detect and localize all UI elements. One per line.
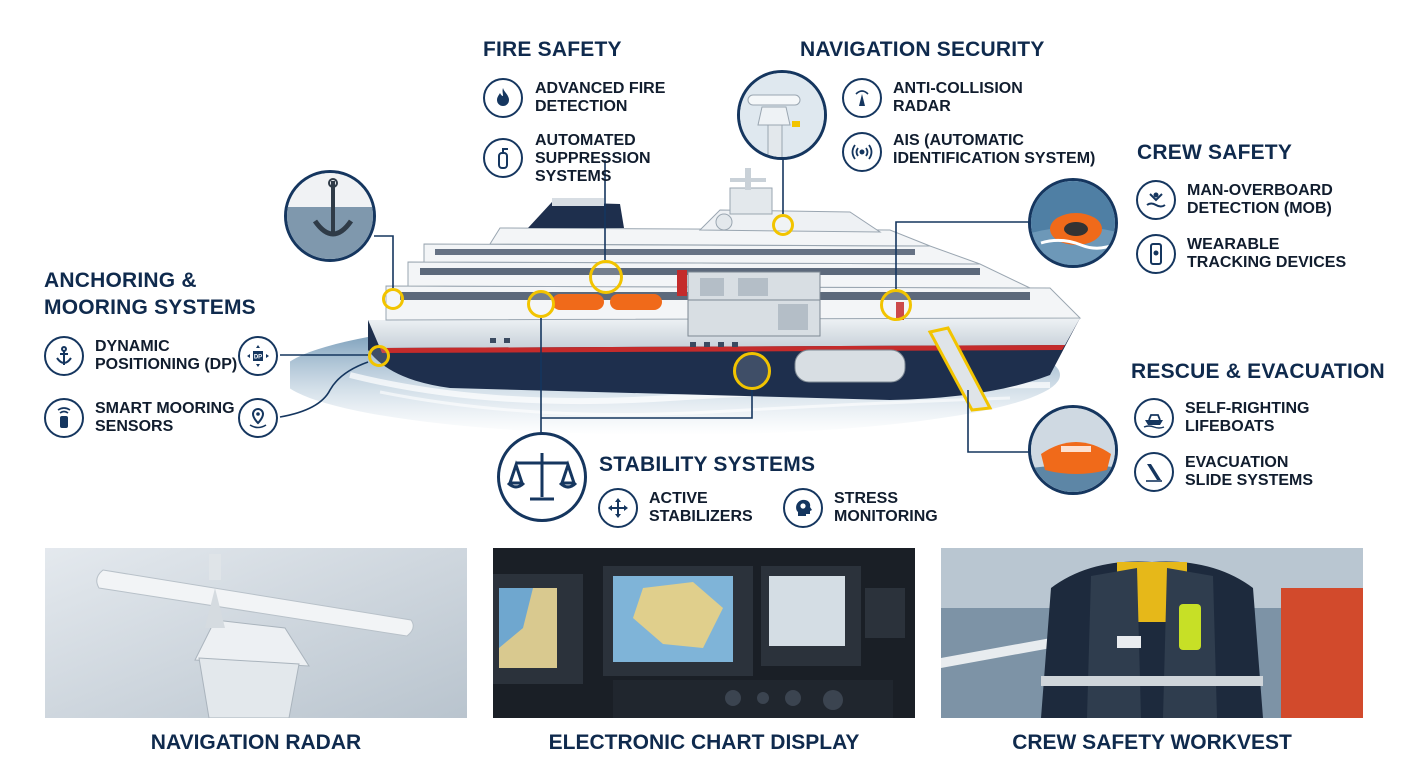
electronic-chart-display-photo xyxy=(493,548,915,718)
fire-safety-heading: FIRE SAFETY xyxy=(483,38,622,61)
hotspot-anchor-upper[interactable] xyxy=(382,288,404,310)
fire-extinguisher-icon xyxy=(483,138,523,178)
location-pin-icon xyxy=(238,398,278,438)
radar-closeup-photo xyxy=(737,70,827,160)
anti-collision-label: ANTI-COLLISION RADAR xyxy=(893,80,1023,115)
person-in-water-icon xyxy=(1136,180,1176,220)
anchoring-heading-line1: ANCHORING & xyxy=(44,269,197,292)
move-arrows-icon xyxy=(598,488,638,528)
phone-location-icon xyxy=(1136,234,1176,274)
navigation-radar-caption: NAVIGATION RADAR xyxy=(150,731,362,754)
anchor-closeup-photo xyxy=(284,170,376,262)
stability-heading: STABILITY SYSTEMS xyxy=(599,453,816,476)
lifeboat-closeup-photo xyxy=(1028,405,1118,495)
hotspot-fire[interactable] xyxy=(589,260,623,294)
hotspot-stability-upper[interactable] xyxy=(527,290,555,318)
lifeboat-icon xyxy=(1134,398,1174,438)
ais-label: AIS (AUTOMATIC IDENTIFICATION SYSTEM) xyxy=(893,132,1096,167)
active-stabilizers-label: ACTIVE STABILIZERS xyxy=(649,490,753,525)
dynamic-positioning-label: DYNAMIC POSITIONING (DP) xyxy=(95,338,238,373)
lifeboats-label: SELF-RIGHTING LIFEBOATS xyxy=(1185,400,1310,435)
ship-illustration xyxy=(290,168,1082,435)
flame-icon xyxy=(483,78,523,118)
crew-safety-workvest-caption: CREW SAFETY WORKVEST xyxy=(1012,731,1292,754)
head-gear-icon xyxy=(783,488,823,528)
balance-scale-icon xyxy=(497,432,587,522)
anchor-icon xyxy=(44,336,84,376)
crew-safety-workvest-photo xyxy=(941,548,1363,718)
radar-beacon-icon xyxy=(842,78,882,118)
hotspot-crew[interactable] xyxy=(880,289,912,321)
hotspot-stability-lower[interactable] xyxy=(733,352,771,390)
mob-label: MAN-OVERBOARD DETECTION (MOB) xyxy=(1187,182,1333,217)
suppression-label: AUTOMATED SUPPRESSION SYSTEMS xyxy=(535,132,651,185)
stress-monitoring-label: STRESS MONITORING xyxy=(834,490,938,525)
rescue-heading: RESCUE & EVACUATION xyxy=(1131,360,1385,383)
slide-systems-label: EVACUATION SLIDE SYSTEMS xyxy=(1185,454,1314,489)
hotspot-radar[interactable] xyxy=(772,214,794,236)
sensor-icon xyxy=(44,398,84,438)
dp-compass-icon: DP xyxy=(238,336,278,376)
crew-safety-heading: CREW SAFETY xyxy=(1137,141,1293,164)
fire-detection-label: ADVANCED FIRE DETECTION xyxy=(535,80,666,115)
smart-mooring-label: SMART MOORING SENSORS xyxy=(95,400,235,435)
electronic-chart-display-caption: ELECTRONIC CHART DISPLAY xyxy=(548,731,860,754)
navigation-security-heading: NAVIGATION SECURITY xyxy=(800,38,1045,61)
hotspot-anchor-lower[interactable] xyxy=(368,345,390,367)
dp-badge: DP xyxy=(254,355,262,361)
signal-broadcast-icon xyxy=(842,132,882,172)
slide-icon xyxy=(1134,452,1174,492)
navigation-radar-photo xyxy=(45,548,467,718)
mob-closeup-photo xyxy=(1028,178,1118,268)
wearable-label: WEARABLE TRACKING DEVICES xyxy=(1187,236,1347,271)
anchoring-heading-line2: MOORING SYSTEMS xyxy=(44,296,256,319)
